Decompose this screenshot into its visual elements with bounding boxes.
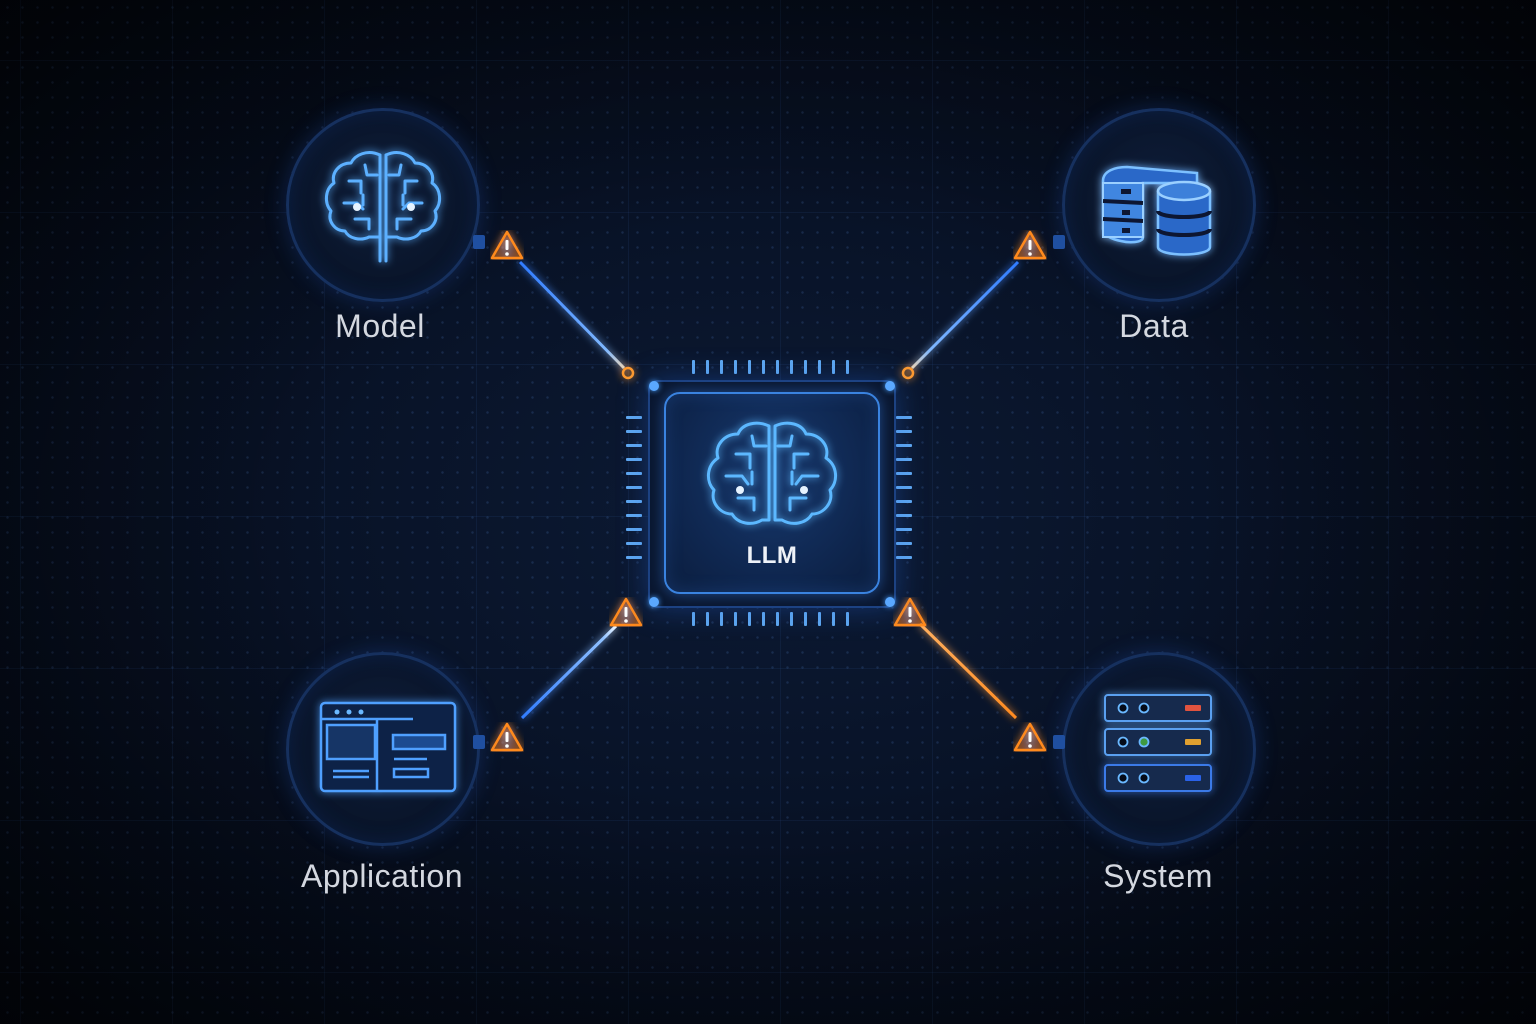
chip-pin: [804, 360, 807, 374]
connector-tab: [473, 235, 485, 249]
chip-pin: [776, 612, 779, 626]
chip-pin: [626, 472, 642, 475]
chip-pin: [776, 360, 779, 374]
chip-pin: [734, 360, 737, 374]
warning-triangle-icon[interactable]: [490, 722, 524, 752]
chip-pin: [832, 360, 835, 374]
chip-pin: [706, 612, 709, 626]
chip-pin: [692, 612, 695, 626]
chip-pin: [896, 430, 912, 433]
chip-pin: [626, 486, 642, 489]
chip-pin: [706, 360, 709, 374]
node-system[interactable]: [1053, 652, 1256, 846]
chip-corner-dot: [649, 597, 659, 607]
connector-tab: [1053, 235, 1065, 249]
chip-pin: [626, 514, 642, 517]
connector-tab: [1053, 735, 1065, 749]
warning-triangle-icon[interactable]: [893, 597, 927, 627]
chip-pin: [896, 416, 912, 419]
chip-pin: [896, 444, 912, 447]
chip-pin: [846, 360, 849, 374]
link-system: [918, 622, 1018, 720]
link-application: [520, 624, 618, 720]
chip-pin: [734, 612, 737, 626]
chip-body: LLM: [648, 380, 896, 608]
chip-pin: [790, 360, 793, 374]
chip-pin: [626, 500, 642, 503]
chip-pin: [626, 444, 642, 447]
chip-pin: [896, 542, 912, 545]
llm-chip[interactable]: LLM: [620, 350, 920, 640]
node-label-model: Model: [335, 308, 425, 344]
node-label-system: System: [1103, 858, 1213, 894]
chip-pin: [896, 528, 912, 531]
chip-pin: [626, 556, 642, 559]
chip-pin: [748, 360, 751, 374]
chip-pin: [626, 416, 642, 419]
chip-pin: [896, 458, 912, 461]
chip-pin: [790, 612, 793, 626]
browser-window-icon: [319, 701, 457, 793]
node-application[interactable]: [286, 652, 485, 846]
node-label-data: Data: [1119, 308, 1189, 344]
node-label-application: Application: [300, 858, 464, 894]
chip-pin: [896, 486, 912, 489]
link-data: [901, 260, 1020, 380]
chip-pin: [896, 500, 912, 503]
chip-corner-dot: [885, 597, 895, 607]
chip-pin: [762, 360, 765, 374]
chip-corner-dot: [649, 381, 659, 391]
warning-triangle-icon[interactable]: [609, 597, 643, 627]
chip-pin: [896, 472, 912, 475]
chip-pin: [626, 542, 642, 545]
chip-pin: [762, 612, 765, 626]
database-icon: [1101, 165, 1212, 256]
connector-tab: [473, 735, 485, 749]
chip-pin: [818, 612, 821, 626]
chip-pin: [720, 612, 723, 626]
node-model[interactable]: [286, 108, 485, 302]
warning-triangle-icon[interactable]: [490, 230, 524, 260]
warning-triangle-icon[interactable]: [1013, 722, 1047, 752]
brain-chip-icon: [707, 421, 837, 525]
server-rack-icon: [1104, 694, 1212, 792]
chip-pin: [818, 360, 821, 374]
warning-triangle-icon[interactable]: [1013, 230, 1047, 260]
chip-pin: [846, 612, 849, 626]
chip-pin: [832, 612, 835, 626]
chip-pin: [896, 514, 912, 517]
chip-label: LLM: [746, 542, 798, 569]
chip-corner-dot: [885, 381, 895, 391]
link-model: [518, 260, 635, 380]
chip-pin: [626, 430, 642, 433]
chip-pin: [626, 528, 642, 531]
node-data[interactable]: [1053, 108, 1256, 302]
chip-pin: [896, 556, 912, 559]
chip-pin: [720, 360, 723, 374]
chip-pin: [626, 458, 642, 461]
chip-pin: [748, 612, 751, 626]
chip-inner-panel: LLM: [664, 392, 880, 594]
brain-icon: [325, 151, 441, 263]
chip-pin: [804, 612, 807, 626]
chip-pin: [692, 360, 695, 374]
